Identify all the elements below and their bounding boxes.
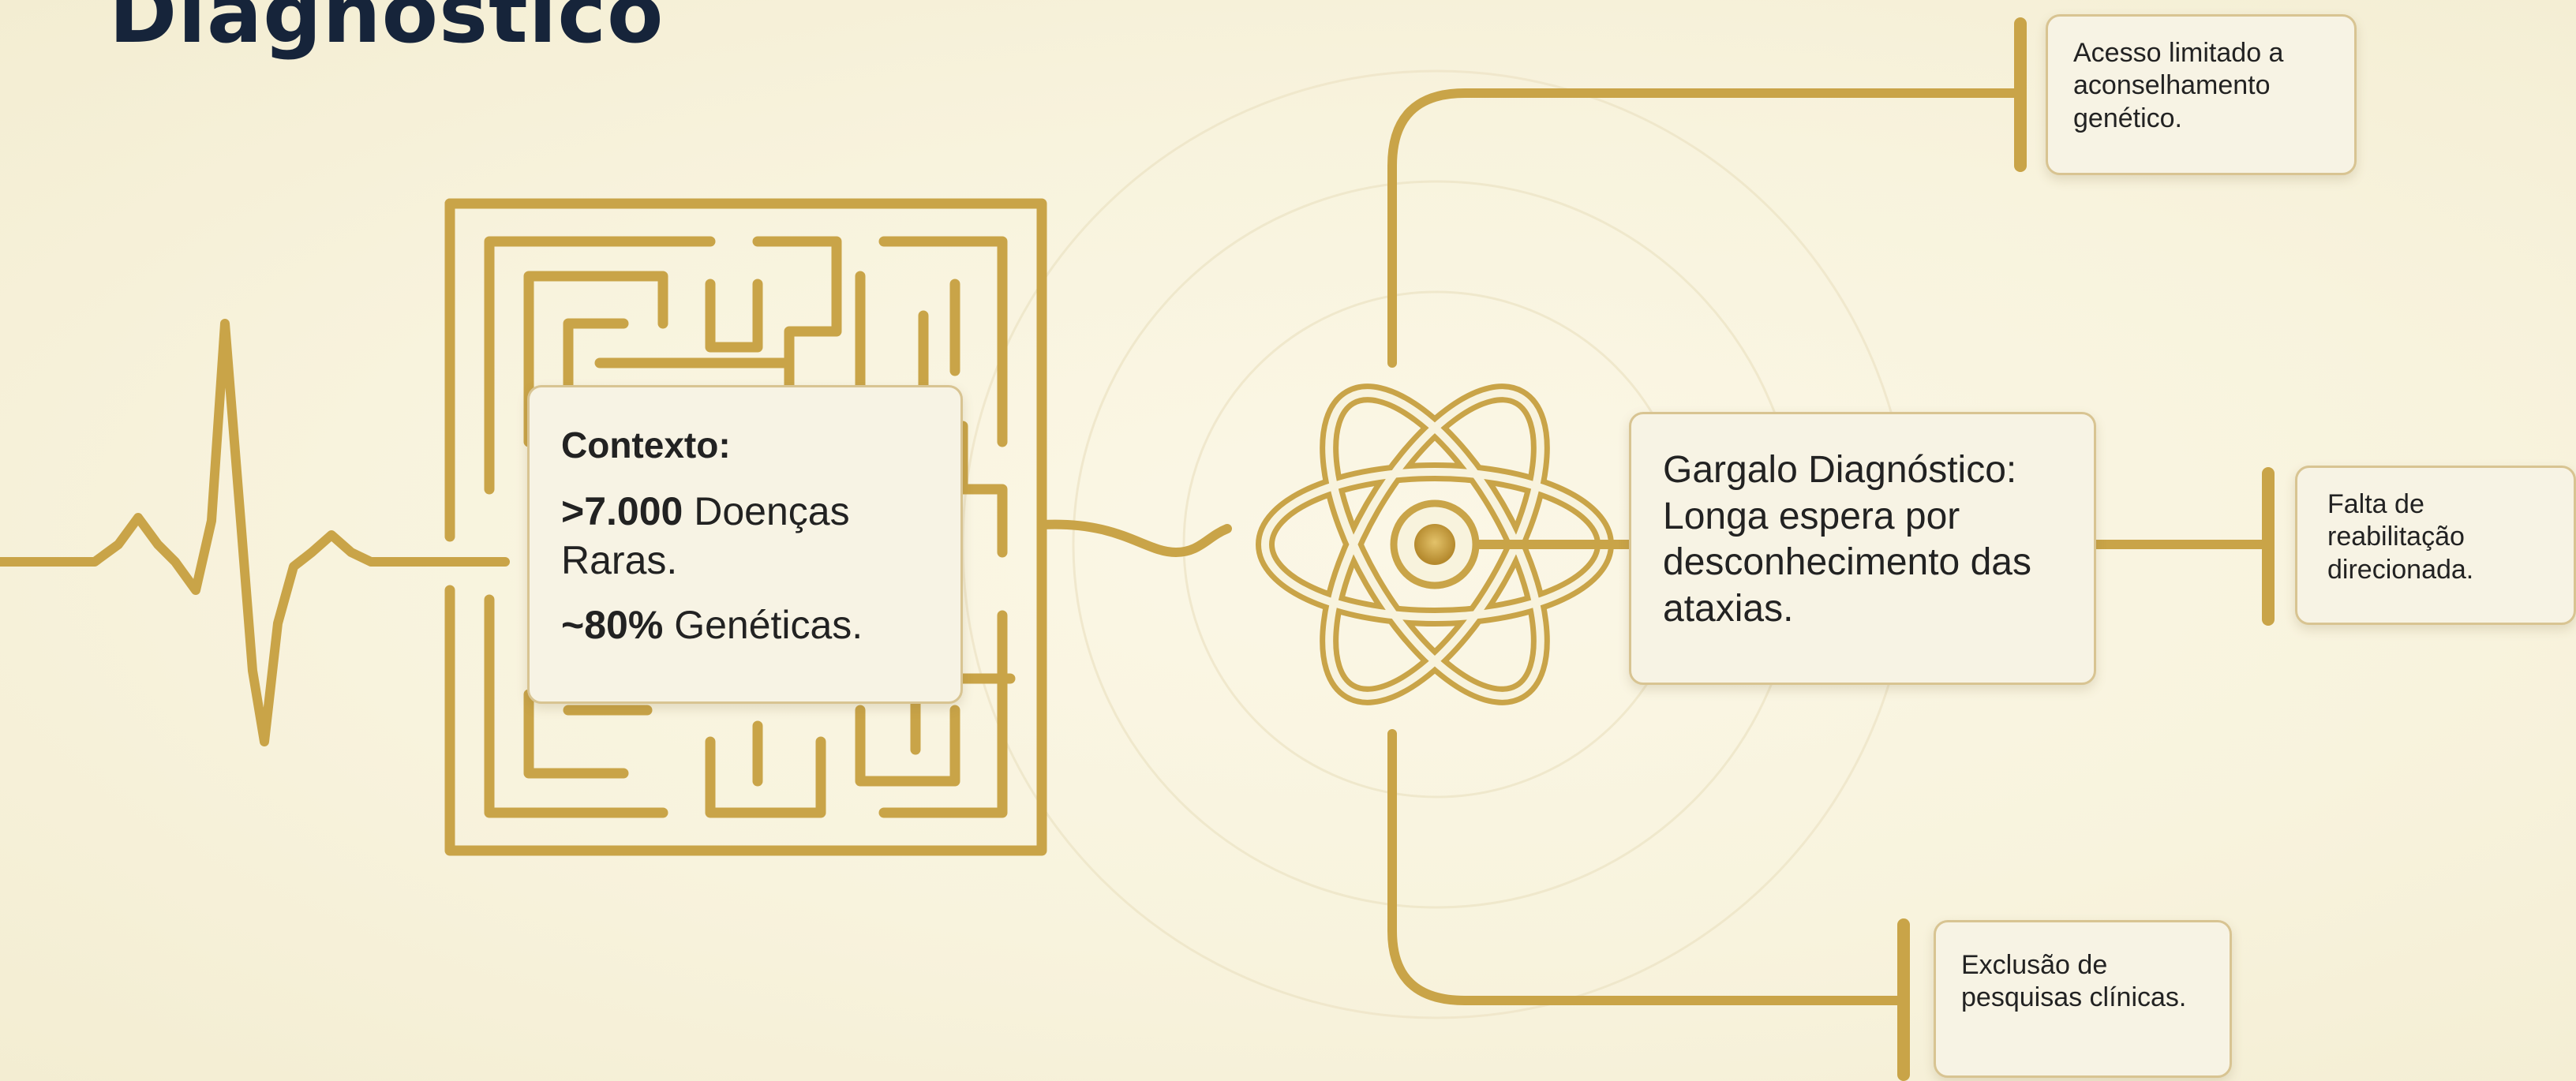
link-up — [1387, 88, 2025, 368]
stat-diseases-label: Doenças — [694, 489, 850, 533]
link-maze-to-knot — [1037, 519, 1232, 558]
link-down — [1387, 729, 1908, 1005]
stat-diseases-cont: Raras. — [561, 538, 678, 582]
consequence-genetic-counseling: Acesso limitado a aconselhamento genétic… — [2046, 14, 2357, 175]
page-title: Diagnóstico — [109, 0, 665, 62]
stat-genetic-value: ~80% — [561, 603, 664, 647]
heartbeat-line — [0, 319, 510, 746]
context-heading: Contexto: — [561, 425, 731, 466]
knot-center-node — [1390, 499, 1480, 589]
stop-bars — [1897, 17, 2275, 1081]
stat-diseases-value: >7.000 — [561, 489, 683, 533]
context-stat-genetic: ~80% Genéticas. — [561, 600, 929, 649]
consequence-clinical-research: Exclusão de pesquisas clínicas. — [1934, 920, 2232, 1078]
bottleneck-card: Gargalo Diagnóstico: Longa espera por de… — [1629, 412, 2096, 685]
consequence-rehabilitation: Falta de reabilitação direcionada. — [2295, 466, 2576, 625]
branch-connectors — [1387, 88, 2273, 1005]
maze-icon — [444, 198, 1047, 856]
stat-genetic-label: Genéticas. — [674, 603, 863, 647]
